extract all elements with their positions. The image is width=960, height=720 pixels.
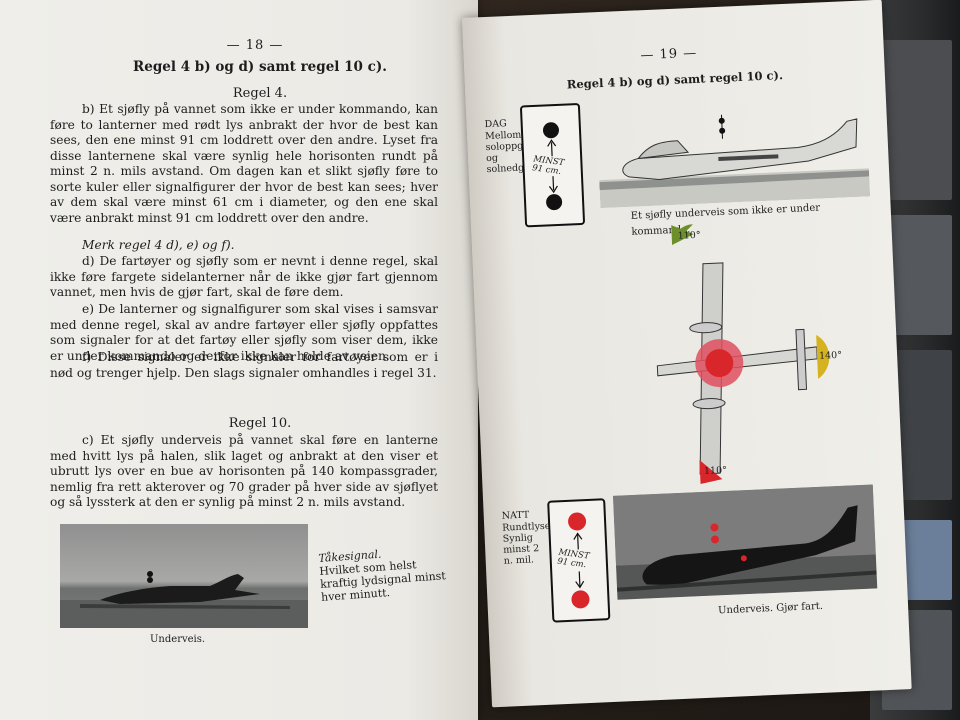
subheading-regel-4: Regel 4.	[232, 86, 288, 101]
photo-caption: Underveis.	[150, 634, 206, 645]
left-page: — 18 — Regel 4 b) og d) samt regel 10 c)…	[0, 0, 478, 720]
shelf-book	[882, 40, 952, 200]
right-page: — 19 — Regel 4 b) og d) samt regel 10 c)…	[462, 0, 912, 708]
subheading-regel-10: Regel 10.	[228, 416, 292, 431]
day-signal-diagram	[542, 122, 563, 211]
page-number: — 19 —	[640, 45, 698, 64]
day-seaplane-drawing	[596, 96, 871, 209]
paragraph-e: e) De lanterner og signalfigurer som ska…	[50, 302, 438, 363]
day-label: DAG	[484, 118, 507, 131]
arc-label-top: 110°	[677, 229, 701, 242]
night-signal-diagram	[568, 512, 590, 609]
fog-signal-text: Hvilket som helst kraftig lydsignal mins…	[318, 558, 447, 604]
page-number: — 18 —	[226, 38, 284, 53]
seaplane-photo	[60, 524, 308, 628]
night-label: NATT	[501, 509, 530, 522]
night-description: Rundtlysende. Synlig minst 2 n. mil.	[502, 519, 572, 567]
paragraph-b: b) Et sjøfly på vannet som ikke er under…	[50, 102, 438, 225]
night-signal-box: MINST 91 cm.	[547, 498, 611, 623]
day-signal-box: MINST 91 cm.	[519, 102, 586, 228]
paragraph-c: c) Et sjøfly underveis på vannet skal fø…	[50, 433, 438, 509]
seaplane-silhouette	[60, 571, 308, 628]
night-seaplane-photo	[612, 484, 878, 600]
top-view-seaplane-diagram: 110° 140° 110°	[641, 218, 852, 486]
arc-label-tail: 140°	[818, 349, 843, 362]
night-caption: Underveis. Gjør fart.	[717, 600, 824, 617]
heading: Regel 4 b) og d) samt regel 10 c).	[133, 59, 387, 75]
arc-label-bottom: 110°	[703, 464, 728, 477]
merk-note: Merk regel 4 d), e) og f).	[82, 238, 235, 252]
heading: Regel 4 b) og d) samt regel 10 c).	[566, 68, 784, 92]
paragraph-d: d) De fartøyer og sjøfly som er nevnt i …	[50, 254, 438, 299]
paragraph-f: f) Disse signaler er ikke signaler for f…	[50, 350, 438, 380]
